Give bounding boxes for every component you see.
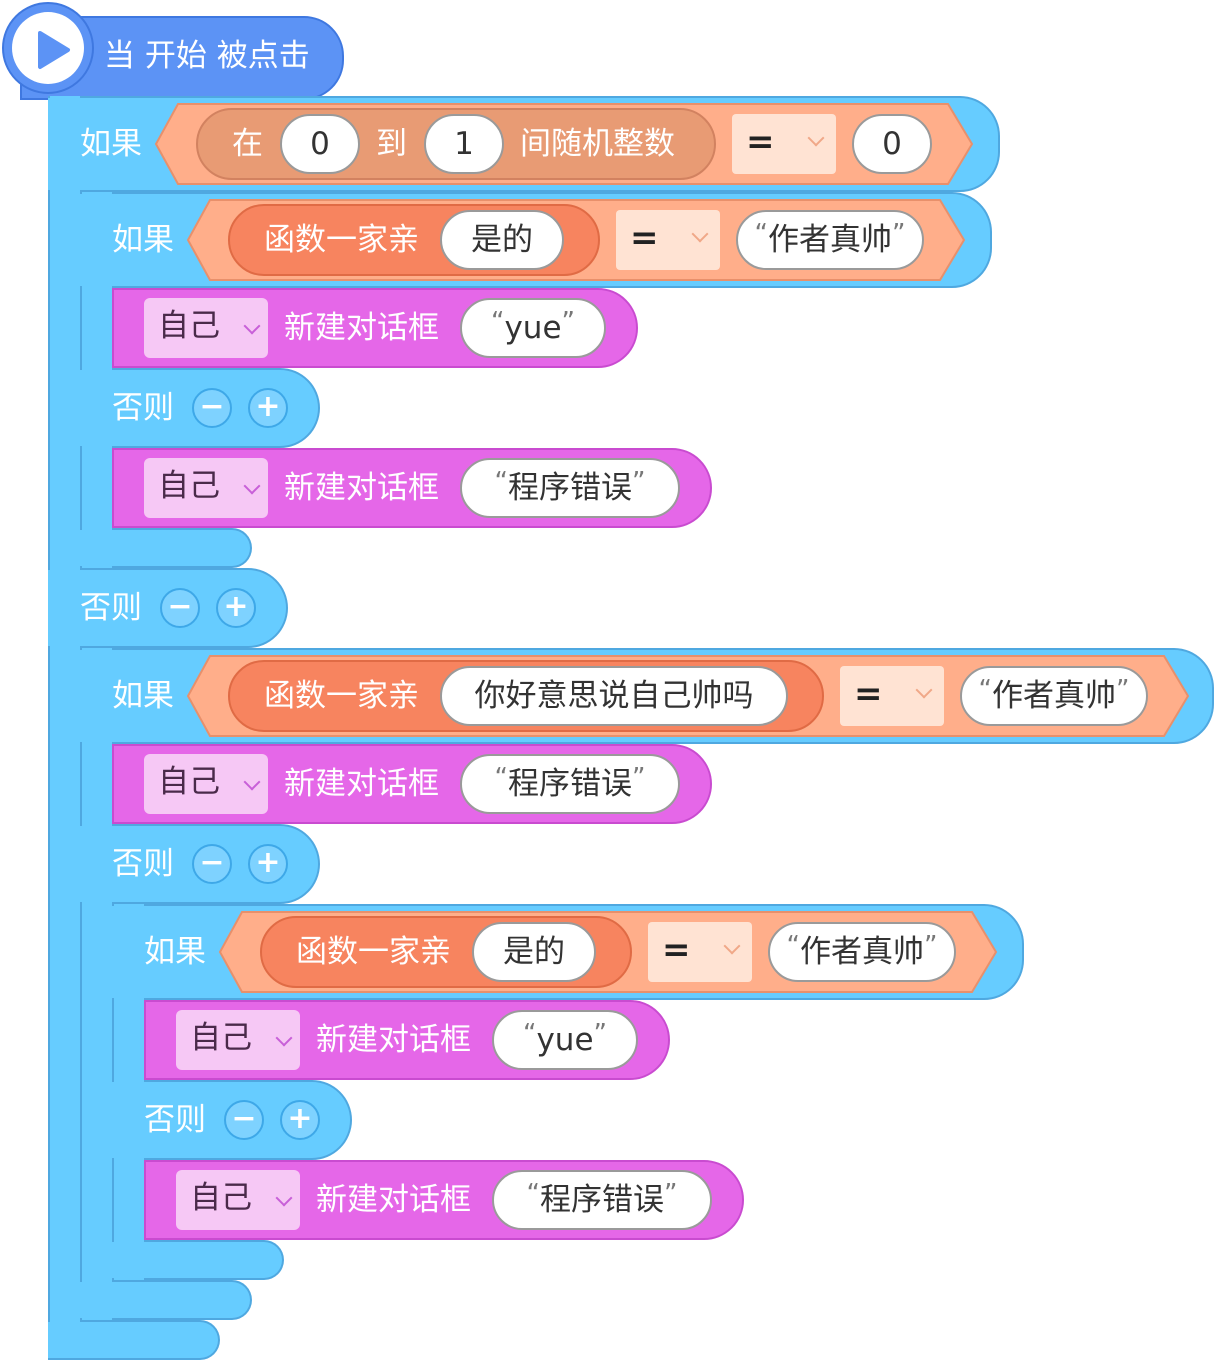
random-to-input[interactable]: 1 — [424, 114, 504, 174]
target-dropdown[interactable]: 自己 — [144, 458, 268, 518]
else-label: 否则 — [112, 846, 174, 882]
add-branch-button[interactable]: + — [248, 388, 288, 428]
play-icon[interactable] — [2, 2, 94, 94]
variable-value-input[interactable]: 你好意思说自己帅吗 — [440, 666, 788, 726]
if-label: 如果 — [112, 222, 174, 258]
target-dropdown[interactable]: 自己 — [144, 754, 268, 814]
chevron-down-icon — [691, 225, 709, 243]
chevron-down-icon — [243, 477, 261, 495]
say-text-input[interactable]: “程序错误” — [492, 1170, 712, 1230]
random-prefix: 在 — [232, 126, 263, 162]
remove-branch-button[interactable]: − — [192, 388, 232, 428]
operator-dropdown[interactable]: = — [840, 666, 944, 726]
target-dropdown[interactable]: 自己 — [144, 298, 268, 358]
random-suffix: 间随机整数 — [520, 126, 675, 162]
chevron-down-icon — [275, 1189, 293, 1207]
say-action-label: 新建对话框 — [316, 1022, 471, 1058]
add-branch-button[interactable]: + — [248, 844, 288, 884]
if-label: 如果 — [80, 126, 142, 162]
random-from-input[interactable]: 0 — [280, 114, 360, 174]
chevron-down-icon — [807, 129, 825, 147]
chevron-down-icon — [243, 317, 261, 335]
target-dropdown[interactable]: 自己 — [176, 1010, 300, 1070]
say-action-label: 新建对话框 — [316, 1182, 471, 1218]
variable-name: 函数一家亲 — [296, 934, 451, 970]
add-branch-button[interactable]: + — [280, 1100, 320, 1140]
say-action-label: 新建对话框 — [284, 310, 439, 346]
chevron-down-icon — [243, 773, 261, 791]
say-action-label: 新建对话框 — [284, 766, 439, 802]
variable-value-input[interactable]: 是的 — [440, 210, 564, 270]
variable-value-input[interactable]: 是的 — [472, 922, 596, 982]
remove-branch-button[interactable]: − — [224, 1100, 264, 1140]
chevron-down-icon — [275, 1029, 293, 1047]
chevron-down-icon — [915, 681, 933, 699]
target-dropdown[interactable]: 自己 — [176, 1170, 300, 1230]
if-label: 如果 — [144, 934, 206, 970]
remove-branch-button[interactable]: − — [160, 588, 200, 628]
else-label: 否则 — [144, 1102, 206, 1138]
remove-branch-button[interactable]: − — [192, 844, 232, 884]
else-label: 否则 — [80, 590, 142, 626]
compare-string-input[interactable]: “作者真帅” — [736, 210, 924, 270]
say-text-input[interactable]: “yue” — [492, 1010, 638, 1070]
compare-input[interactable]: 0 — [852, 114, 932, 174]
say-text-input[interactable]: “程序错误” — [460, 458, 680, 518]
operator-dropdown[interactable]: = — [732, 114, 836, 174]
operator-dropdown[interactable]: = — [616, 210, 720, 270]
compare-string-input[interactable]: “作者真帅” — [768, 922, 956, 982]
compare-string-input[interactable]: “作者真帅” — [960, 666, 1148, 726]
variable-name: 函数一家亲 — [264, 222, 419, 258]
hat-label: 当 开始 被点击 — [104, 38, 310, 74]
say-text-input[interactable]: “程序错误” — [460, 754, 680, 814]
if-label: 如果 — [112, 678, 174, 714]
add-branch-button[interactable]: + — [216, 588, 256, 628]
say-action-label: 新建对话框 — [284, 470, 439, 506]
random-mid: 到 — [376, 126, 407, 162]
operator-dropdown[interactable]: = — [648, 922, 752, 982]
variable-name: 函数一家亲 — [264, 678, 419, 714]
else-label: 否则 — [112, 390, 174, 426]
chevron-down-icon — [723, 937, 741, 955]
say-text-input[interactable]: “yue” — [460, 298, 606, 358]
